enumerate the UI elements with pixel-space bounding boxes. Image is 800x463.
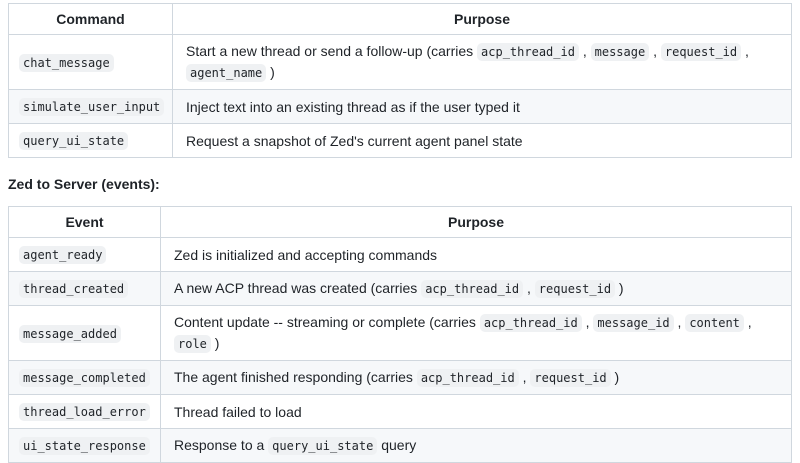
inline-code: content (685, 314, 744, 332)
inline-code: message_id (593, 314, 674, 332)
key-cell: message_completed (8, 360, 161, 395)
table-row: message_completed The agent finished resp… (8, 360, 792, 395)
table-row: agent_ready Zed is initialized and accept… (8, 237, 792, 272)
inline-code: request_id (660, 43, 742, 61)
inline-code: message_added (19, 324, 121, 343)
section-heading: Zed to Server (events): (8, 176, 160, 192)
purpose-cell: Start a new thread or send a follow-up (… (172, 34, 792, 90)
inline-code: agent_ready (19, 246, 107, 264)
inline-code: message_completed (19, 369, 150, 387)
inline-code: thread_load_error (19, 403, 150, 421)
purpose-cell: Request a snapshot of Zed's current agen… (172, 123, 792, 158)
purpose-cell: Thread failed to load (160, 394, 792, 429)
inline-code: simulate_user_input (19, 98, 165, 116)
purpose-cell: Zed is initialized and accepting command… (160, 237, 792, 272)
column-header-purpose: Purpose (172, 3, 792, 35)
purpose-cell: The agent finished responding (carries a… (160, 360, 792, 395)
inline-code: request_id (534, 280, 616, 298)
column-header-command: Command (8, 3, 173, 35)
key-cell: agent_ready (8, 237, 161, 272)
table-row: ui_state_response Response to a query_ui_… (8, 428, 792, 463)
inline-code: thread_created (19, 280, 129, 298)
purpose-cell: A new ACP thread was created (carries ac… (160, 271, 792, 306)
table-row: thread_load_error Thread failed to load (8, 394, 792, 429)
purpose-cell: Inject text into an existing thread as i… (172, 89, 792, 124)
purpose-cell: Content update -- streaming or complete … (160, 305, 792, 361)
column-header-event: Event (8, 206, 161, 238)
column-header-purpose: Purpose (160, 206, 792, 238)
inline-code: query_ui_state (19, 132, 129, 150)
key-cell: thread_created (8, 271, 161, 306)
inline-code: acp_thread_id (416, 369, 519, 387)
table-row: chat_message Start a new thread or send a… (8, 34, 792, 90)
inline-code: message (590, 43, 650, 61)
inline-code: acp_thread_id (421, 280, 524, 298)
inline-code: chat_message (19, 53, 114, 72)
inline-code: acp_thread_id (479, 314, 582, 332)
key-cell: message_added (8, 305, 161, 361)
table-row: simulate_user_input Inject text into an e… (8, 89, 792, 124)
inline-code: ui_state_response (19, 437, 150, 455)
inline-code: acp_thread_id (477, 43, 579, 61)
inline-code: request_id (530, 369, 611, 387)
key-cell: query_ui_state (8, 123, 173, 158)
purpose-cell: Response to a query_ui_state query (160, 428, 792, 463)
key-cell: thread_load_error (8, 394, 161, 429)
key-cell: ui_state_response (8, 428, 161, 463)
table-row: query_ui_state Request a snapshot of Zed'… (8, 123, 792, 158)
inline-code: query_ui_state (268, 437, 378, 455)
inline-code: agent_name (186, 64, 267, 82)
inline-code: role (174, 335, 211, 353)
table-row: message_added Content update -- streaming… (8, 305, 792, 361)
table-row: thread_created A new ACP thread was creat… (8, 271, 792, 306)
key-cell: simulate_user_input (8, 89, 173, 124)
key-cell: chat_message (8, 34, 173, 90)
